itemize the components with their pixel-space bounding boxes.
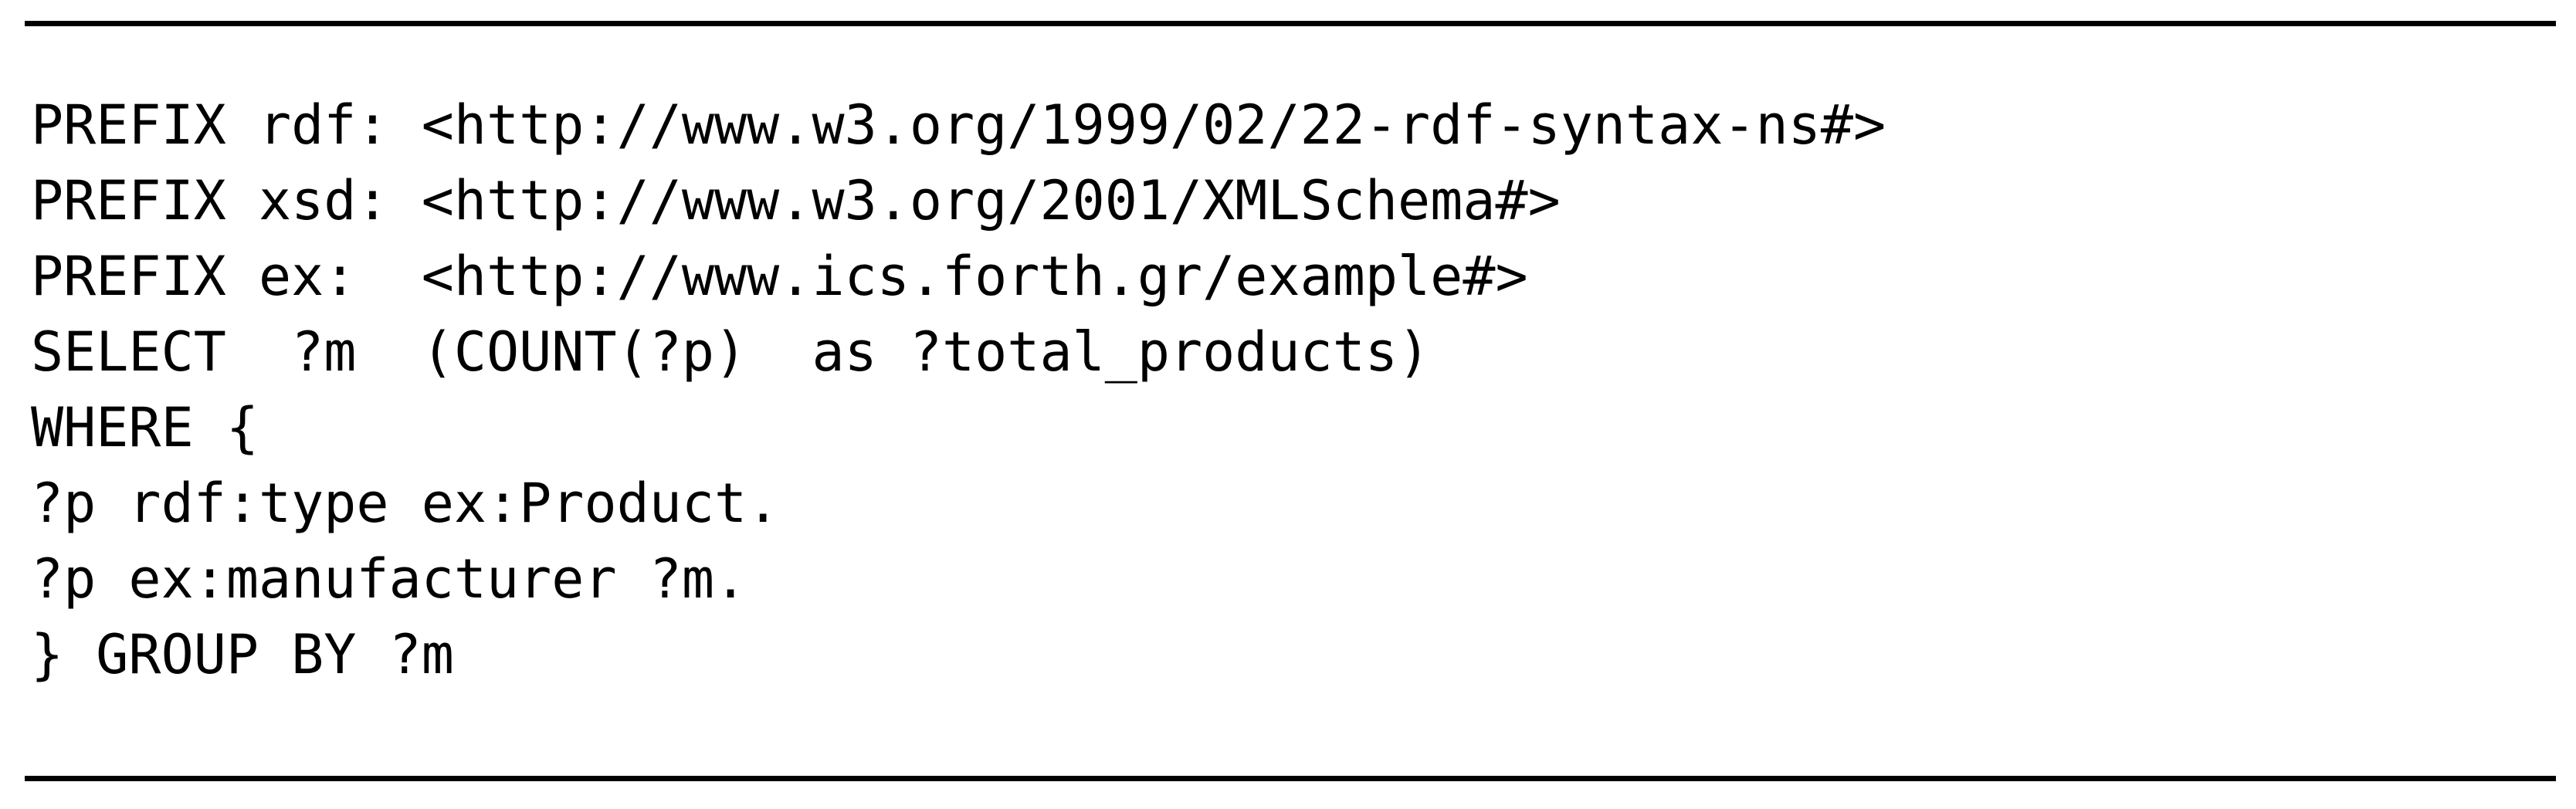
code-line: PREFIX rdf: <http://www.w3.org/1999/02/2… — [31, 93, 1886, 157]
code-line: SELECT ?m (COUNT(?p) as ?total_products) — [31, 320, 1431, 384]
code-line: WHERE { — [31, 396, 259, 459]
code-line: ?p ex:manufacturer ?m. — [31, 547, 747, 611]
code-line: } GROUP BY ?m — [31, 623, 454, 686]
bottom-rule-divider — [25, 776, 2556, 781]
top-rule-divider — [25, 21, 2556, 26]
code-line: PREFIX ex: <http://www.ics.forth.gr/exam… — [31, 245, 1528, 308]
code-line: ?p rdf:type ex:Product. — [31, 472, 780, 535]
sparql-code-block: PREFIX rdf: <http://www.w3.org/1999/02/2… — [31, 87, 2548, 692]
code-line: PREFIX xsd: <http://www.w3.org/2001/XMLS… — [31, 169, 1561, 232]
